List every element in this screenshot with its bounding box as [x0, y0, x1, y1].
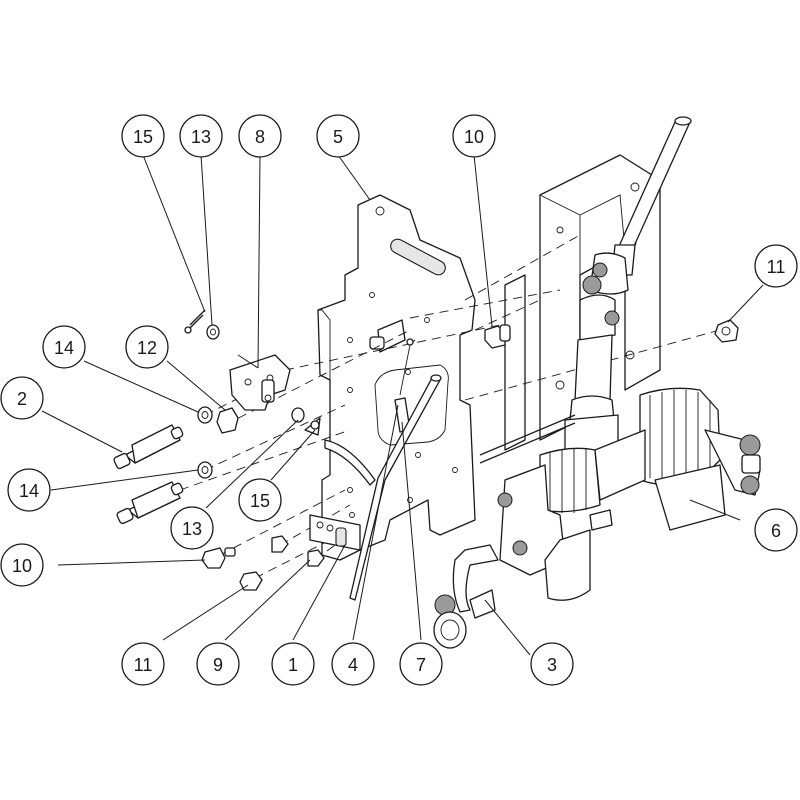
- callout-6: 6: [754, 508, 798, 552]
- callout-11-right: 11: [754, 244, 798, 288]
- mounting-plate: [317, 194, 476, 561]
- callout-13-lower: 13: [170, 506, 214, 550]
- callout-9: 9: [196, 642, 240, 686]
- callout-label: 10: [464, 127, 484, 147]
- spacer-lower: [116, 481, 184, 525]
- callout-10-top: 10: [452, 114, 496, 158]
- callout-11-lower: 11: [121, 642, 165, 686]
- callout-label: 3: [547, 655, 557, 675]
- linkage-rods: [324, 338, 442, 601]
- callout-12: 12: [125, 325, 169, 369]
- callout-label: 2: [17, 389, 27, 409]
- callout-label: 10: [12, 556, 32, 576]
- callout-label: 15: [133, 127, 153, 147]
- small-fasteners: [184, 309, 739, 591]
- spacer-upper: [113, 424, 184, 470]
- callout-label: 7: [416, 655, 426, 675]
- steering-rack: [479, 387, 761, 601]
- callout-14-upper: 14: [42, 325, 86, 369]
- callout-14-lower: 14: [7, 468, 51, 512]
- callout-2: 2: [0, 376, 44, 420]
- callout-label: 13: [182, 519, 202, 539]
- callout-label: 14: [19, 481, 39, 501]
- callout-label: 11: [134, 655, 153, 675]
- callout-15-top: 15: [121, 114, 165, 158]
- callout-10-lower: 10: [0, 543, 44, 587]
- callout-13-top: 13: [179, 114, 223, 158]
- callout-label: 5: [333, 127, 343, 147]
- callout-label: 9: [213, 655, 223, 675]
- callout-label: 6: [771, 521, 781, 541]
- callout-label: 11: [767, 257, 786, 277]
- leader-lines: [41, 154, 764, 656]
- callout-label: 15: [250, 491, 270, 511]
- tie-rod-end: [433, 544, 499, 649]
- shift-column: [564, 116, 692, 463]
- callout-8: 8: [238, 114, 282, 158]
- callout-15-lower: 15: [238, 478, 282, 522]
- callout-label: 1: [288, 655, 298, 675]
- callout-label: 13: [191, 127, 211, 147]
- callout-label: 14: [54, 338, 74, 358]
- callout-4: 4: [331, 642, 375, 686]
- callout-label: 4: [348, 655, 358, 675]
- small-bracket: [309, 514, 361, 551]
- callout-3: 3: [530, 642, 574, 686]
- bracket-8: [229, 354, 291, 411]
- callout-5: 5: [316, 114, 360, 158]
- callout-7: 7: [399, 642, 443, 686]
- callout-label: 8: [255, 127, 265, 147]
- callout-1: 1: [271, 642, 315, 686]
- callout-label: 12: [137, 338, 157, 358]
